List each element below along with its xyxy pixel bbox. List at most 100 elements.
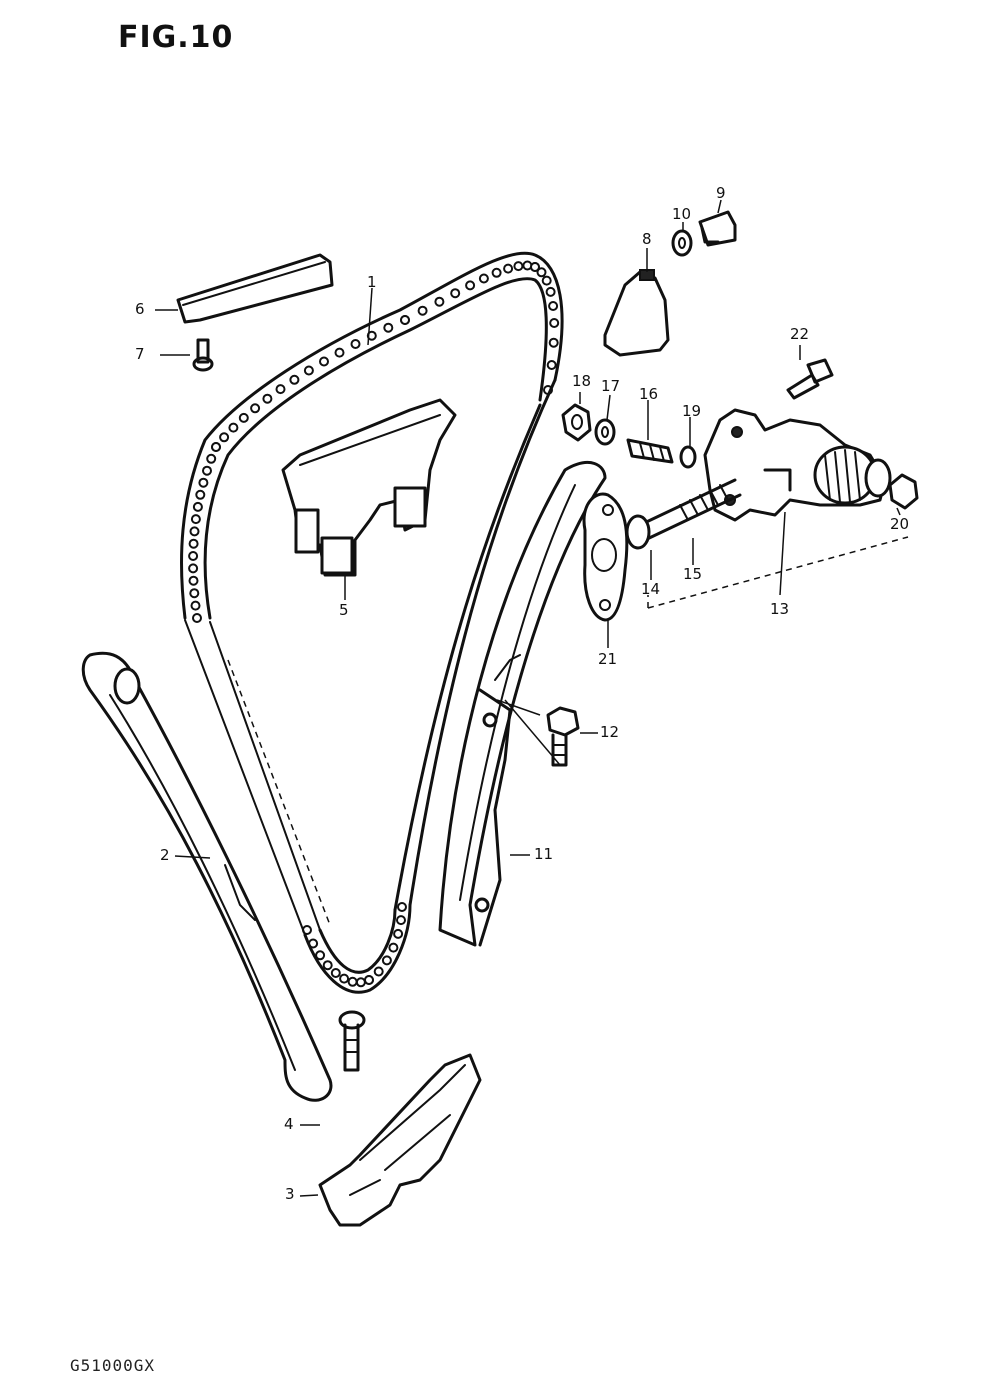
chain-link xyxy=(366,330,377,341)
chain-link xyxy=(189,588,200,599)
tensioner-cap-nut xyxy=(888,473,919,510)
callout-3: 3 xyxy=(285,1185,295,1203)
callout-18: 18 xyxy=(572,372,592,390)
callout-21: 21 xyxy=(598,650,618,668)
chain-link xyxy=(347,976,358,987)
chain-link xyxy=(319,356,329,367)
chain-link xyxy=(383,322,394,333)
callout-15: 15 xyxy=(683,565,703,583)
chain-link xyxy=(548,337,559,348)
callout-17: 17 xyxy=(601,377,621,395)
chain-link xyxy=(315,950,326,961)
chain-link xyxy=(536,267,547,278)
chain-link xyxy=(549,318,560,328)
chain-link xyxy=(188,551,199,561)
chain-link xyxy=(503,263,514,274)
tensioner-cap xyxy=(603,269,670,357)
chain-link xyxy=(548,301,559,311)
tensioner-stud xyxy=(626,438,674,464)
chain-guide xyxy=(81,651,333,1102)
callout-22: 22 xyxy=(790,325,810,343)
chain-link xyxy=(546,360,557,370)
callout-8: 8 xyxy=(642,230,652,248)
chain-link xyxy=(478,273,489,284)
figure-title: FIG.10 xyxy=(118,20,234,55)
guide-holder-bolt xyxy=(338,1010,366,1072)
chain-link xyxy=(275,384,286,395)
callout-5: 5 xyxy=(339,601,349,619)
chain-link xyxy=(192,613,202,623)
callout-20: 20 xyxy=(890,515,910,533)
chain-link xyxy=(491,267,502,278)
chain-link xyxy=(322,960,333,971)
callout-7: 7 xyxy=(135,345,145,363)
callout-4: 4 xyxy=(284,1115,294,1133)
tensioner-push-rod xyxy=(625,478,742,550)
chain-link xyxy=(303,365,314,376)
chain-link xyxy=(202,465,212,476)
callout-1: 1 xyxy=(367,273,377,291)
chain-link xyxy=(192,501,203,512)
cam-chain xyxy=(180,251,564,994)
callout-19: 19 xyxy=(682,402,702,420)
chain-link xyxy=(541,275,552,286)
chain-link xyxy=(334,347,345,358)
chain-link xyxy=(188,563,199,574)
chain-link xyxy=(417,305,428,316)
chain-link xyxy=(188,575,199,586)
chain-link xyxy=(397,902,407,912)
callout-10: 10 xyxy=(672,205,692,223)
top-chain-guide xyxy=(176,253,334,324)
chain-link xyxy=(364,975,374,985)
tensioner-o-ring xyxy=(679,445,697,469)
chain-link xyxy=(206,453,217,464)
cap-washer xyxy=(671,229,693,257)
chain-link xyxy=(465,280,476,291)
cap-bolt xyxy=(698,210,737,247)
leader-lines xyxy=(155,199,909,1197)
callout-12: 12 xyxy=(600,723,620,741)
top-guide-screw xyxy=(192,338,214,372)
chain-link xyxy=(289,374,300,385)
chain-link xyxy=(393,928,404,939)
callout-11: 11 xyxy=(534,845,554,863)
chain-link xyxy=(530,262,540,272)
chain-link xyxy=(545,286,556,297)
callout-6: 6 xyxy=(135,300,145,318)
chain-link xyxy=(396,915,406,926)
chain-link xyxy=(350,339,361,349)
chain-link xyxy=(211,442,221,452)
callout-2: 2 xyxy=(160,846,170,864)
chain-link xyxy=(228,422,239,433)
chain-link xyxy=(262,393,273,404)
callout-9: 9 xyxy=(716,184,726,202)
chain-tensioner-guide xyxy=(393,378,607,947)
callout-13: 13 xyxy=(770,600,790,618)
tensioner-bolt xyxy=(786,358,834,400)
chain-link xyxy=(450,288,461,299)
chain-link xyxy=(434,296,445,307)
chain-link xyxy=(188,538,199,549)
chain-link xyxy=(381,955,392,966)
callout-14: 14 xyxy=(641,580,661,598)
chain-tensioner-assembly xyxy=(703,408,892,522)
chain-guide-holder xyxy=(318,1053,482,1227)
tensioner-washer xyxy=(594,418,616,446)
callout-16: 16 xyxy=(639,385,659,403)
chain-link xyxy=(190,600,201,611)
chain-link xyxy=(373,966,384,977)
chain-link xyxy=(339,973,350,984)
chain-link xyxy=(238,412,249,423)
chain-link xyxy=(190,514,201,525)
chain-link xyxy=(355,977,366,988)
guide-pivot-bolt xyxy=(546,706,580,767)
chain-link xyxy=(195,489,206,500)
chain-link xyxy=(219,432,230,443)
upper-chain-guide xyxy=(281,398,457,577)
chain-link xyxy=(330,968,341,978)
chain-link xyxy=(250,403,261,414)
chain-link xyxy=(400,315,410,325)
chain-link xyxy=(388,942,399,953)
diagram-code: G51000GX xyxy=(70,1356,156,1375)
